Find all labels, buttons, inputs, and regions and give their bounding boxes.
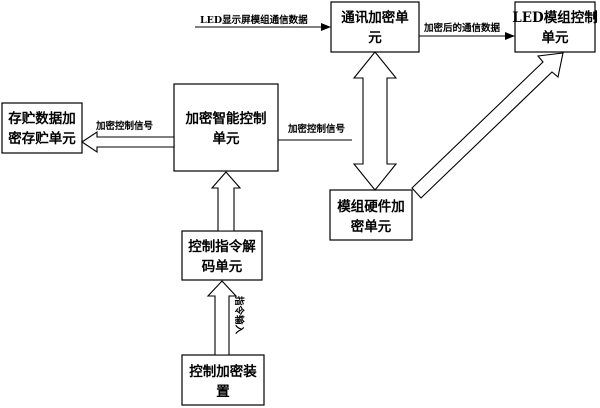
box-storage-line2: 密存贮单元 [7,130,76,147]
box-decoder-unit: 控制指令解 码单元 [181,230,263,281]
arrow-decoder-to-control [210,171,242,232]
box-led-control-line2: 单元 [542,29,570,46]
label-instruction-input: 指令输入 [233,296,245,335]
arrow-comm-hardware-bidirectional [352,51,398,191]
label-control-signal: 加密控制信号 [287,123,346,135]
box-led-control-line1: LED模组控制 [512,9,598,26]
box-device-line2: 置 [216,384,230,400]
box-control-device: 控制加密装 置 [181,354,265,406]
label-led-display-data: LED显示屏模组通信数据 [200,14,308,26]
box-storage-unit: 存贮数据加 密存贮单元 [1,102,83,154]
box-led-control-unit: LED模组控制 单元 [512,1,598,53]
box-device-line1: 控制加密装 [189,363,257,380]
box-storage-line1: 存贮数据加 [8,110,76,127]
box-smart-control-unit: 加密智能控制 单元 [173,83,279,172]
box-decoder-line1: 控制指令解 [188,238,256,255]
arrow-storage-signal: 加密控制信号 [81,120,175,154]
label-storage-signal: 加密控制信号 [95,120,154,132]
box-encrypt-comm-line1: 通讯加密单 [341,9,409,26]
box-encrypt-comm-unit: 通讯加密单 元 [330,1,420,53]
box-encrypt-comm-line2: 元 [368,30,382,46]
box-hardware-encrypt-unit: 模组硬件加 密单元 [329,189,413,241]
arrow-device-to-decoder: 指令输入 [206,280,245,356]
arrow-led-data-input: LED显示屏模组通信数据 [195,14,331,31]
box-smart-control-line2: 单元 [213,130,240,147]
box-smart-control-line1: 加密智能控制 [185,110,267,127]
box-hardware-line1: 模组硬件加 [337,198,405,215]
arrow-control-signal: 加密控制信号 [278,123,352,141]
arrow-hardware-to-led [411,52,564,199]
arrow-encrypted-data: 加密后的通信数据 [419,22,515,40]
box-hardware-line2: 密单元 [350,218,392,235]
label-encrypted-data: 加密后的通信数据 [423,22,501,34]
box-decoder-line2: 码单元 [202,258,243,275]
